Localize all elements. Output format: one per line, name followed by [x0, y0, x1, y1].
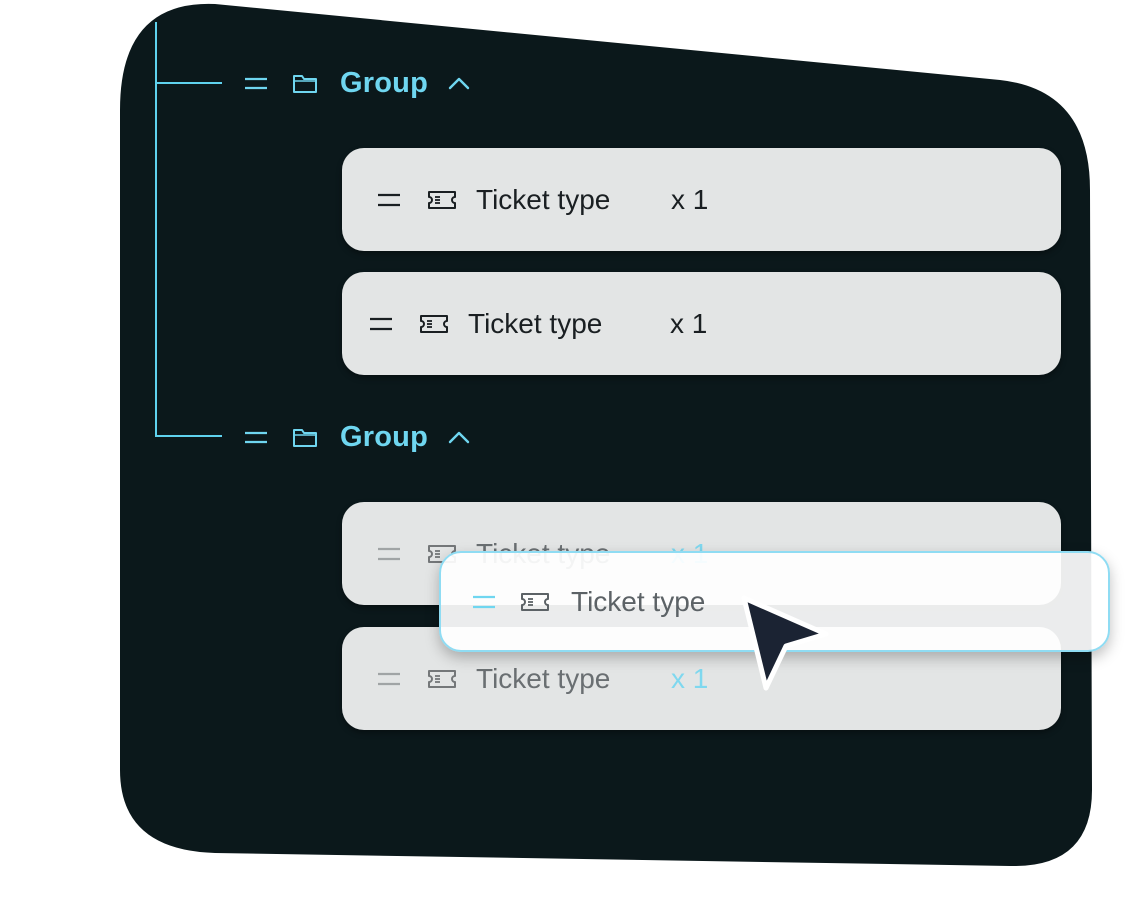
ticket-icon: [521, 592, 549, 611]
ticket-type-label: Ticket type: [476, 662, 611, 694]
group-label: Group: [340, 420, 428, 453]
folder-icon: [293, 75, 317, 93]
group-header-2[interactable]: Group: [242, 417, 470, 457]
ticket-icon: [420, 314, 448, 333]
ticket-type-label: Ticket type: [476, 183, 611, 215]
drag-handle-icon[interactable]: [242, 427, 270, 447]
drag-handle-icon[interactable]: [376, 190, 402, 210]
ticket-item-1[interactable]: Ticket type x 1: [342, 148, 1061, 251]
tree-connector-branch-1: [155, 82, 222, 84]
ticket-item-2[interactable]: Ticket type x 1: [342, 272, 1061, 375]
ticket-icon: [428, 669, 456, 688]
chevron-up-icon[interactable]: [448, 76, 470, 90]
ticket-quantity: x 1: [670, 307, 708, 339]
ticket-quantity: x 1: [671, 183, 709, 215]
group-header-1[interactable]: Group: [242, 63, 470, 103]
tree-connector-vertical: [155, 22, 157, 437]
ticket-quantity: x 1: [671, 662, 709, 694]
ticket-type-label: Ticket type: [571, 585, 706, 617]
drag-handle-icon[interactable]: [376, 544, 402, 564]
group-label: Group: [340, 66, 428, 99]
drag-handle-icon[interactable]: [368, 314, 394, 334]
folder-icon: [293, 429, 317, 447]
ticket-type-label: Ticket type: [468, 307, 603, 339]
chevron-up-icon[interactable]: [448, 430, 470, 444]
drag-handle-icon[interactable]: [242, 73, 270, 93]
drag-handle-icon[interactable]: [376, 669, 402, 689]
drag-handle-icon[interactable]: [471, 592, 497, 612]
cursor-arrow-icon: [741, 595, 829, 691]
tree-connector-branch-2: [155, 435, 222, 437]
ticket-icon: [428, 190, 456, 209]
